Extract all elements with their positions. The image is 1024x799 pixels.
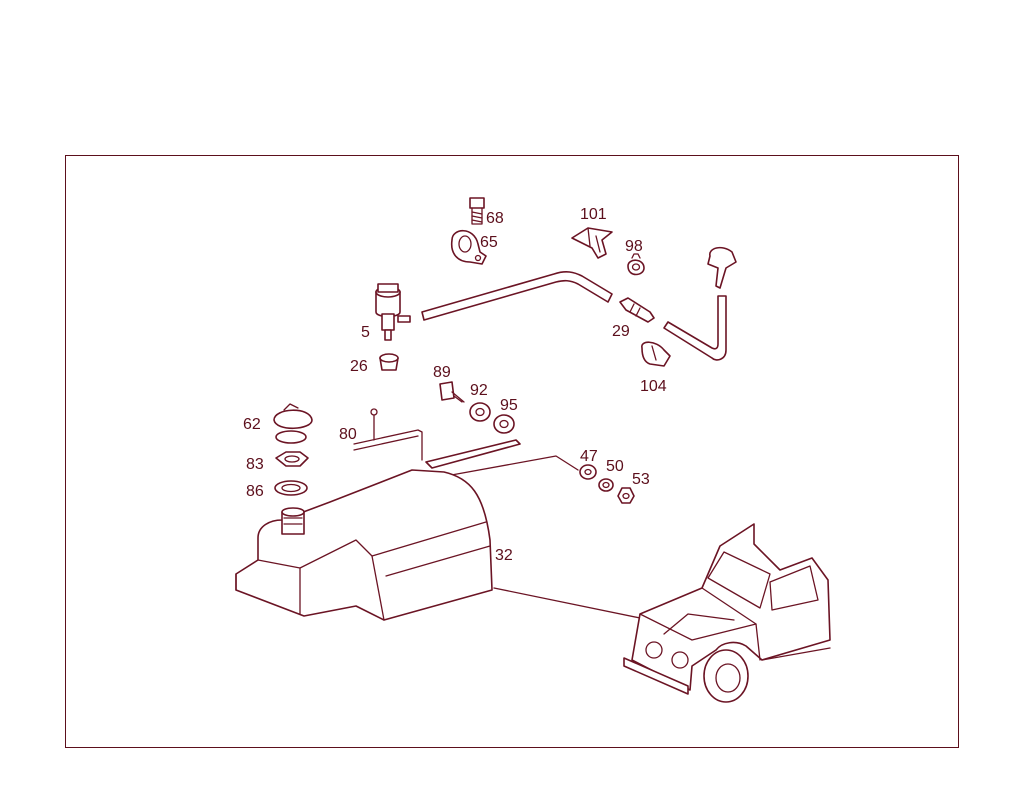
part-83-nut[interactable]	[275, 451, 309, 467]
part-53-nut[interactable]	[617, 487, 635, 504]
callout-89: 89	[433, 364, 451, 381]
part-5-washer-pump[interactable]	[375, 283, 411, 341]
washer-nozzle-hose[interactable]	[663, 246, 737, 361]
part-29-check-valve[interactable]	[619, 297, 655, 323]
part-65-clamp[interactable]	[450, 229, 487, 265]
callout-80: 80	[339, 426, 357, 443]
part-62-cap[interactable]	[273, 403, 313, 444]
part-89-screw[interactable]	[439, 381, 465, 403]
callout-47: 47	[580, 448, 598, 465]
callout-32: 32	[495, 547, 513, 564]
callout-101: 101	[580, 206, 607, 223]
diagram-frame	[65, 155, 959, 748]
callout-26: 26	[350, 358, 368, 375]
callout-62: 62	[243, 416, 261, 433]
tank-strap[interactable]	[425, 439, 579, 477]
part-26-plug[interactable]	[379, 353, 399, 371]
leader-line	[493, 587, 641, 619]
vehicle-illustration	[623, 523, 831, 703]
callout-29: 29	[612, 323, 630, 340]
callout-95: 95	[500, 397, 518, 414]
part-32-reservoir[interactable]	[235, 469, 493, 621]
callout-5: 5	[361, 324, 370, 341]
part-98-grommet[interactable]	[627, 253, 645, 276]
callout-98: 98	[625, 238, 643, 255]
callout-104: 104	[640, 378, 667, 395]
callout-92: 92	[470, 382, 488, 399]
part-86-gasket[interactable]	[274, 480, 308, 496]
callout-68: 68	[486, 210, 504, 227]
part-80-sensor-rod[interactable]	[353, 408, 423, 461]
part-104-clip[interactable]	[641, 341, 671, 367]
callout-50: 50	[606, 458, 624, 475]
callout-86: 86	[246, 483, 264, 500]
part-101-bracket[interactable]	[571, 227, 613, 259]
callout-65: 65	[480, 234, 498, 251]
callout-53: 53	[632, 471, 650, 488]
part-47-washer[interactable]	[579, 464, 597, 480]
part-50-spring-washer[interactable]	[598, 478, 614, 492]
part-95-washer[interactable]	[493, 414, 515, 434]
part-68-bolt[interactable]	[469, 197, 485, 225]
part-92-washer[interactable]	[469, 402, 491, 422]
callout-83: 83	[246, 456, 264, 473]
washer-hose[interactable]	[421, 271, 613, 321]
